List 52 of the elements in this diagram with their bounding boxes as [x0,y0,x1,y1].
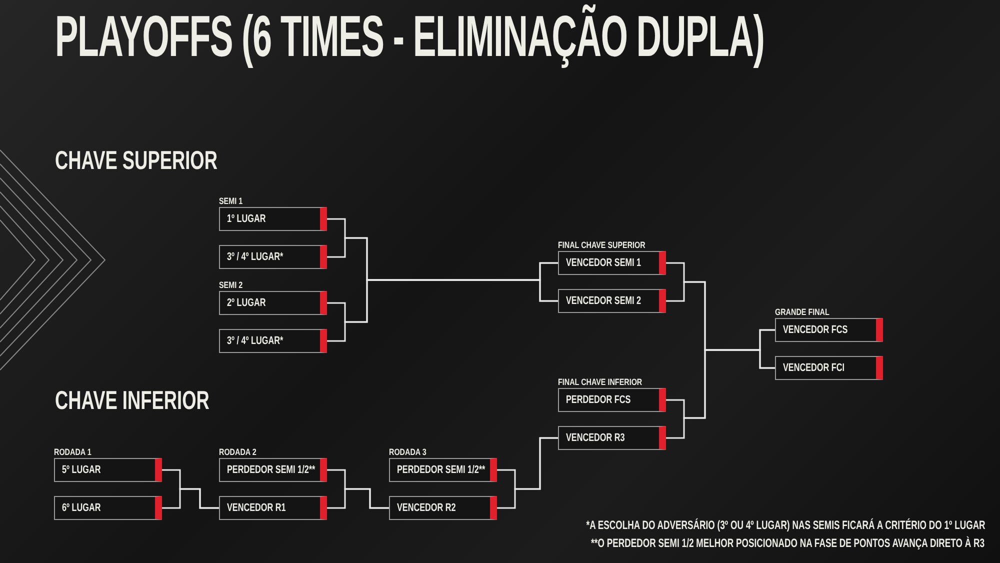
bracket-line [327,279,558,342]
slot-label: PERDEDOR SEMI 1/2** [227,464,316,477]
bracket-line [497,437,558,509]
bracket-slot [219,245,327,269]
bracket-slot [219,207,327,231]
bracket-slot [219,291,327,315]
round-label: GRANDE FINAL [775,307,830,317]
slot-label: VENCEDOR FCI [783,362,845,375]
bracket-slot [389,458,497,482]
bracket-slot [54,496,162,520]
bracket-slot [54,458,162,482]
footnote: **O PERDEDOR SEMI 1/2 MELHOR POSICIONADO NA FASE DE PONTOS AVANÇA DIRETO À R3 [592,536,985,550]
bracket-line [162,488,219,509]
bracket-line [327,488,389,509]
slot-label: PERDEDOR FCS [566,394,631,407]
round-label: SEMI 2 [219,280,243,290]
slot-label: 2º LUGAR [227,297,266,310]
footnote: *A ESCOLHA DO ADVERSÁRIO (3º OU 4º LUGAR) NAS SEMIS FICARÁ A CRITÉRIO DO 1º LUGAR [586,518,985,532]
round-label: SEMI 1 [219,196,243,206]
round-label: RODADA 1 [54,447,92,457]
bracket-slot [558,388,666,412]
bracket-slot [775,318,883,342]
slot-label: PERDEDOR SEMI 1/2** [397,464,486,477]
round-label: FINAL CHAVE SUPERIOR [558,240,646,250]
bracket-line [666,349,775,439]
slot-label: 3º / 4º LUGAR* [227,251,284,264]
slot-label: VENCEDOR SEMI 1 [566,257,642,270]
slot-label: 6º LUGAR [62,502,101,515]
bracket-slot [775,356,883,380]
section-heading: CHAVE INFERIOR [55,386,210,414]
bracket-slot [389,496,497,520]
bracket-slot [219,458,327,482]
bracket-slot [558,426,666,450]
slot-label: VENCEDOR R3 [566,432,625,445]
bracket-slot [219,329,327,353]
round-label: RODADA 2 [219,447,256,457]
bracket-slot [558,251,666,275]
bracket-line [327,237,558,281]
bracket-slot [558,289,666,313]
slot-label: 5º LUGAR [62,464,101,477]
slot-label: VENCEDOR FCS [783,324,848,337]
bracket-line [666,281,775,351]
slot-label: VENCEDOR SEMI 2 [566,295,642,308]
title: PLAYOFFS (6 TIMES - ELIMINAÇÃO DUPLA) [55,6,764,68]
slot-label: VENCEDOR R1 [227,502,286,515]
slot-label: VENCEDOR R2 [397,502,456,515]
round-label: FINAL CHAVE INFERIOR [558,377,642,387]
section-heading: CHAVE SUPERIOR [55,146,218,174]
slot-label: 1º LUGAR [227,213,266,226]
bracket-slot [219,496,327,520]
round-label: RODADA 3 [389,447,426,457]
slot-label: 3º / 4º LUGAR* [227,335,284,348]
